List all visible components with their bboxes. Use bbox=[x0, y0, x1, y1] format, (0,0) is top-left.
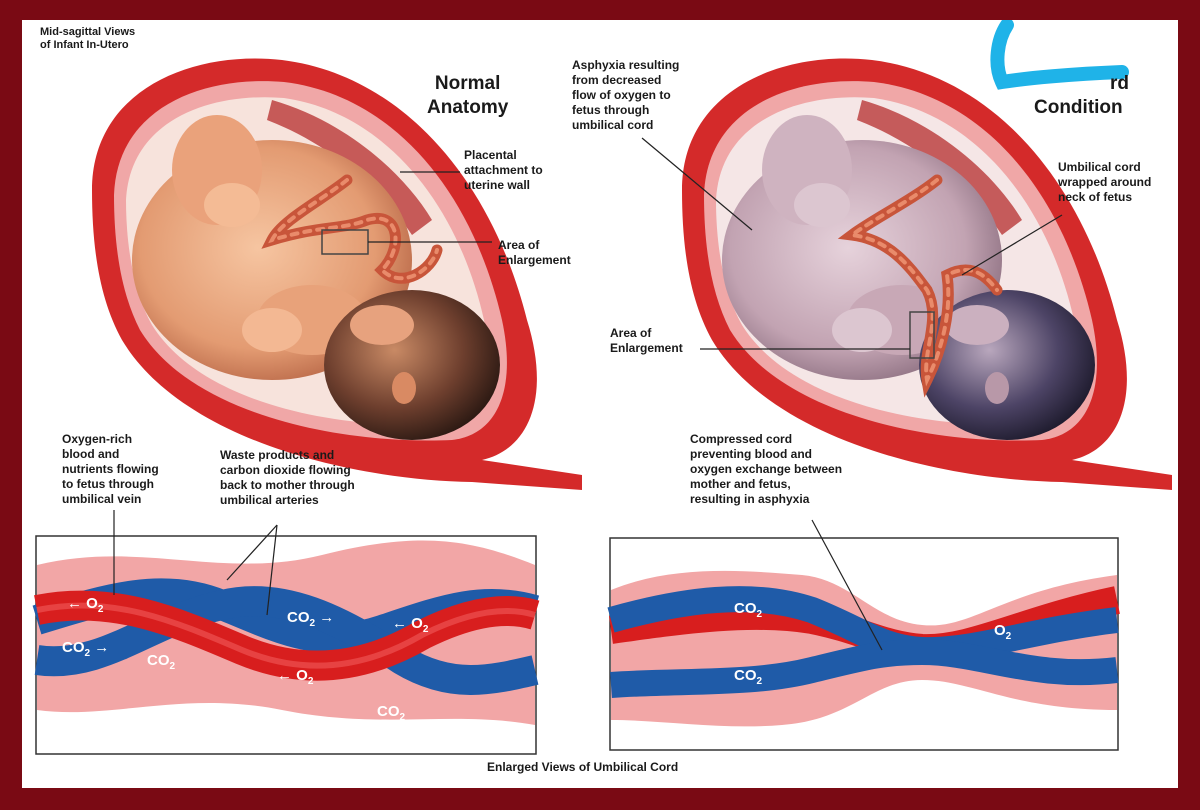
co2-label: CO2 bbox=[377, 703, 406, 723]
waste-products-label: Waste products and carbon dioxide flowin… bbox=[220, 448, 355, 507]
fetus-normal bbox=[132, 115, 500, 440]
area-of-enlargement-box-cord bbox=[909, 311, 935, 359]
title-fragment: rd bbox=[1110, 73, 1129, 94]
co2-label: CO2 bbox=[147, 652, 176, 672]
o2-label: ← O2 bbox=[392, 615, 429, 635]
footer-caption: Enlarged Views of Umbilical Cord bbox=[487, 760, 679, 774]
cord-enlarged-compressed: CO2 CO2 O2 bbox=[607, 519, 1120, 751]
co2-label: CO2 → bbox=[287, 609, 334, 629]
compressed-cord-label: Compressed cord preventing blood and oxy… bbox=[690, 432, 843, 506]
illustration: ← O2 CO2 → CO2 CO2 → ← O2 ← O2 CO2 CO2 C… bbox=[32, 20, 1172, 755]
cord-wrapped-label: Umbilical cord wrapped around neck of fe… bbox=[1058, 160, 1152, 204]
views-label: Mid-sagittal Views of Infant In-Utero bbox=[40, 26, 136, 51]
oxygen-rich-blood-label: Oxygen-rich blood and nutrients flowing … bbox=[62, 432, 159, 506]
area-of-enlargement-label-normal: Area of Enlargement bbox=[498, 238, 571, 267]
asphyxia-label: Asphyxia resulting from decreased flow o… bbox=[572, 58, 680, 132]
cord-enlarged-normal: ← O2 CO2 → CO2 CO2 → ← O2 ← O2 CO2 bbox=[32, 510, 540, 755]
annotation-mark bbox=[990, 20, 1129, 90]
o2-label: ← O2 bbox=[67, 595, 104, 615]
co2-label: CO2 bbox=[734, 667, 763, 687]
umbilical-cord-normal bbox=[261, 171, 492, 284]
title-condition: Condition bbox=[1034, 97, 1123, 118]
co2-label: CO2 bbox=[734, 600, 763, 620]
o2-label: ← O2 bbox=[277, 667, 314, 687]
umbilical-cord-wrapped bbox=[641, 137, 1063, 398]
co2-label: CO2 → bbox=[62, 639, 109, 659]
area-of-enlargement-label-cord: Area of Enlargement bbox=[610, 326, 683, 355]
o2-label: O2 bbox=[994, 622, 1012, 642]
diagram-canvas: ← O2 CO2 → CO2 CO2 → ← O2 ← O2 CO2 CO2 C… bbox=[22, 20, 1178, 788]
title-normal-anatomy: Normal Anatomy bbox=[427, 73, 509, 118]
placental-attachment-label: Placental attachment to uterine wall bbox=[464, 148, 543, 192]
